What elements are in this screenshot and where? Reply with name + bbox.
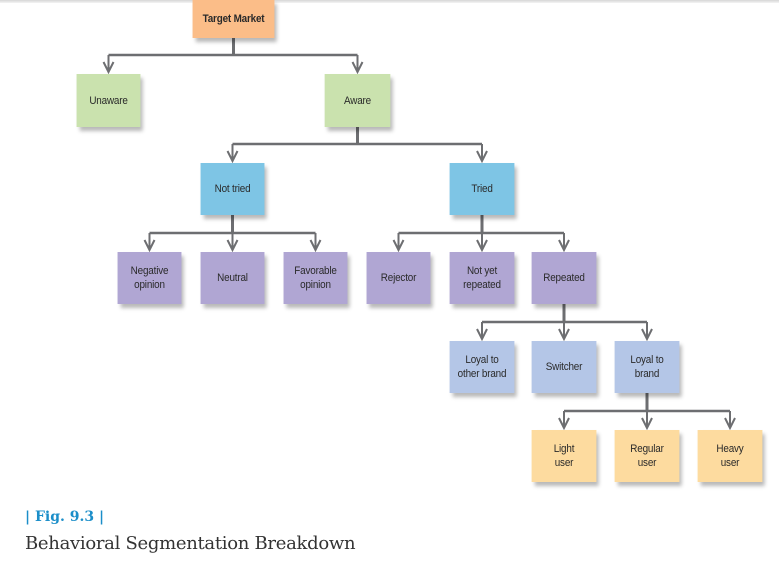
node-label: Repeated [543,272,585,284]
arrow-down-icon [641,417,653,431]
node-label: Not tried [214,183,251,195]
node-label: Unaware [89,94,128,107]
node-favorable-opinion: Favorable opinion [283,252,348,304]
arrow-down-icon [476,239,488,253]
arrow-down-icon [226,239,239,253]
node-label: Heavy user [716,443,744,469]
node-loyal-to-brand: Loyal to brand [614,341,680,393]
node-heavy-user: Heavy user [697,430,763,482]
arrow-down-icon [102,61,115,75]
arrow-down-icon [724,417,736,431]
node-label: Loyal to other brand [457,354,507,380]
arrow-down-icon [558,417,570,431]
node-regular-user: Regular user [614,430,680,482]
node-switcher: Switcher [531,341,597,393]
node-unaware: Unaware [76,74,141,127]
node-label: Loyal to brand [630,354,664,380]
node-label: Switcher [545,361,583,373]
node-rejector: Rejector [366,252,431,304]
node-label: Light user [553,443,575,469]
node-neutral: Neutral [200,252,265,304]
arrow-down-icon [476,328,488,342]
arrow-down-icon [351,61,364,75]
figure-title: Behavioral Segmentation Breakdown [25,533,356,554]
arrow-down-icon [226,150,239,164]
node-label: Rejector [380,272,417,284]
node-not-tried: Not tried [200,163,265,215]
node-light-user: Light user [531,430,597,482]
node-label: Tried [471,183,493,195]
node-label: Regular user [630,443,664,469]
node-target-market: Target Market [192,0,275,38]
node-label: Target Market [202,13,265,25]
node-negative-opinion: Negative opinion [117,252,182,304]
figure-label: | Fig. 9.3 | [25,509,105,525]
node-not-yet-repeated: Not yet repeated [449,252,515,304]
arrow-down-icon [476,150,488,164]
node-loyal-other-brand: Loyal to other brand [449,341,515,393]
node-label: Negative opinion [130,265,169,291]
top-border [0,0,779,3]
arrow-down-icon [558,239,570,253]
arrow-down-icon [309,239,322,253]
arrow-down-icon [558,328,570,342]
node-tried: Tried [449,163,515,215]
arrow-down-icon [143,239,156,253]
node-label: Neutral [217,272,248,284]
arrow-down-icon [641,328,653,342]
node-repeated: Repeated [531,252,597,304]
arrow-down-icon [392,239,405,253]
node-label: Aware [344,94,371,107]
node-label: Not yet repeated [463,265,501,291]
node-label: Favorable opinion [294,265,337,291]
node-aware: Aware [324,74,391,127]
